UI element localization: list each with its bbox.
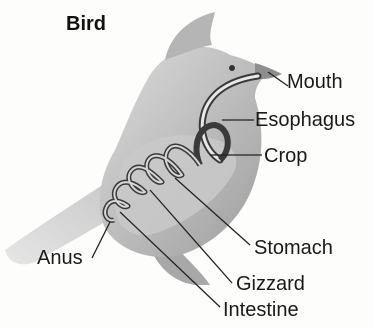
bird-eye <box>229 65 235 71</box>
label-esophagus: Esophagus <box>255 110 355 130</box>
diagram-title: Bird <box>66 14 106 34</box>
label-crop: Crop <box>264 146 307 166</box>
label-anus: Anus <box>37 248 83 268</box>
label-stomach: Stomach <box>254 238 333 258</box>
label-gizzard: Gizzard <box>236 274 305 294</box>
label-intestine: Intestine <box>223 300 299 320</box>
label-mouth: Mouth <box>287 72 343 92</box>
